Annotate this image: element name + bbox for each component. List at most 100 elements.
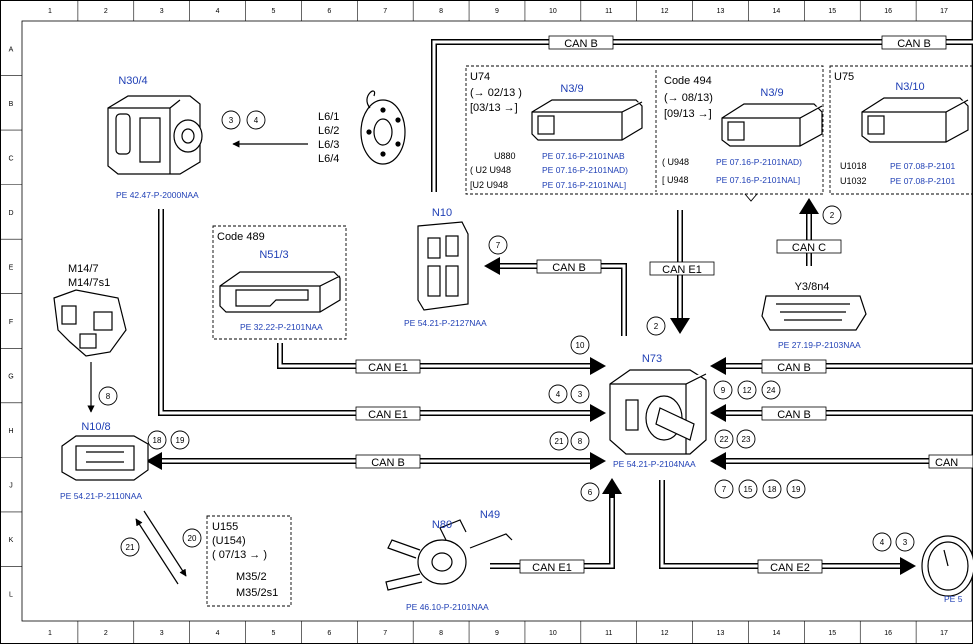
signal-circle <box>570 384 590 404</box>
signal-number-18: 18 <box>147 430 167 450</box>
code494-ref-2: PE 07.16-P-2101NAL] <box>716 175 800 185</box>
signal-number-19: 19 <box>170 430 190 450</box>
n30-4-abs-unit <box>107 95 203 175</box>
signal-number-3: 3 <box>570 384 590 404</box>
grid-column-label: 8 <box>439 8 443 15</box>
signal-number-23: 23 <box>736 429 756 449</box>
n3-10-ecu <box>861 97 969 143</box>
grid-row-label: G <box>8 374 13 381</box>
signal-number-4: 4 <box>872 532 892 552</box>
grid-column-label: 3 <box>160 630 164 637</box>
signal-circle <box>736 429 756 449</box>
u75-variant-2: U1032 <box>840 176 867 186</box>
signal-circle <box>762 479 782 499</box>
grid-column-label: 1 <box>48 630 52 637</box>
grid-column-label: 13 <box>717 8 725 15</box>
sensor-code-3: L6/3 <box>318 139 339 151</box>
m14-code-2: M14/7s1 <box>68 277 110 289</box>
signal-number-3: 3 <box>221 110 241 130</box>
u155-line-1: U155 <box>212 521 238 533</box>
arrow-to-n73-top <box>670 318 690 334</box>
grid-column-label: 4 <box>216 630 220 637</box>
grid-column-label: 11 <box>605 8 612 15</box>
signal-circle <box>170 430 190 450</box>
arrow-to-n73-right-c <box>710 452 726 470</box>
signal-number-21: 21 <box>549 431 569 451</box>
u75-box <box>829 65 973 195</box>
bus-label-can-right-c: CAN <box>935 457 958 469</box>
sensor-code-1: L6/1 <box>318 111 339 123</box>
n73-ignition-switch <box>609 369 707 455</box>
n3-9-ecu-b <box>721 103 823 147</box>
grid-column-label: 6 <box>327 630 331 637</box>
bus-label-can-b-right-a: CAN B <box>777 362 811 374</box>
signal-circle <box>714 479 734 499</box>
wheel-speed-sensor <box>360 90 406 165</box>
grid-column-label: 4 <box>216 8 220 15</box>
grid-column-label: 14 <box>773 8 781 15</box>
signal-number-text: 2 <box>654 322 659 331</box>
drawing-inner-frame <box>21 20 973 622</box>
u155-box <box>206 515 292 607</box>
instrument-cluster <box>921 535 973 597</box>
signal-circle <box>549 431 569 451</box>
u74-code: N3/9 <box>560 83 583 95</box>
u75-ref-1: PE 07.08-P-2101 <box>890 161 955 171</box>
grid-column-label: 5 <box>272 8 276 15</box>
grid-column-label: 14 <box>773 630 781 637</box>
arrow-to-n73-e1-a <box>590 357 606 375</box>
grid-column-label: 9 <box>495 630 499 637</box>
grid-row-label: D <box>8 210 13 217</box>
signal-number-text: 3 <box>229 116 234 125</box>
bus-label-can-e1-vertical: CAN E1 <box>662 264 702 276</box>
signal-number-15: 15 <box>738 479 758 499</box>
signal-circle <box>580 482 600 502</box>
signal-circle <box>872 532 892 552</box>
grid-row-label: L <box>9 592 13 599</box>
u74-ref-2: PE 07.16-P-2101NAD) <box>542 165 628 175</box>
u155-line-4: M35/2 <box>236 571 267 583</box>
grid-column-label: 1 <box>48 8 52 15</box>
signal-circle <box>570 431 590 451</box>
labels: N30/4 PE 42.47-P-2000NAA L6/1 L6/2 L6/3 … <box>60 71 963 612</box>
signal-number-7: 7 <box>488 235 508 255</box>
grid-column-label: 10 <box>549 630 557 637</box>
y3-8n4-ref: PE 27.19-P-2103NAA <box>778 340 861 350</box>
grid-row-label: B <box>9 101 14 108</box>
n49-code: N49 <box>480 509 500 521</box>
signal-number-21: 21 <box>120 537 140 557</box>
bus-arrowheads <box>146 198 916 575</box>
grid-column-label: 16 <box>884 8 892 15</box>
u75-ref-2: PE 07.08-P-2101 <box>890 176 955 186</box>
u75-code: N3/10 <box>895 81 924 93</box>
n49-ref: PE 46.10-P-2101NAA <box>406 602 489 612</box>
signal-number-text: 4 <box>880 538 885 547</box>
signal-circle <box>714 429 734 449</box>
signal-circle <box>786 479 806 499</box>
arrow-up-can-c <box>799 198 819 214</box>
signal-circle <box>570 335 590 355</box>
grid-column-label: 2 <box>104 8 108 15</box>
u155-line-5: M35/2s1 <box>236 587 278 599</box>
signal-number-text: 7 <box>722 485 727 494</box>
n80-code: N80 <box>432 519 452 531</box>
signal-number-text: 23 <box>742 435 751 444</box>
signal-number-text: 19 <box>792 485 801 494</box>
arrow-to-n73-e1-b <box>590 404 606 422</box>
grid-column-label: 5 <box>272 630 276 637</box>
signal-number-24: 24 <box>761 380 781 400</box>
u155-line-2: (U154) <box>212 535 246 547</box>
code494-date-1: (→ 08/13) <box>664 92 713 104</box>
bus-label-can-e1-n30: CAN E1 <box>368 409 408 421</box>
grid-column-label: 15 <box>828 630 836 637</box>
signal-circle <box>147 430 167 450</box>
signal-number-18: 18 <box>762 479 782 499</box>
arrow-to-n73-right-b <box>710 404 726 422</box>
n10-8-code: N10/8 <box>81 421 110 433</box>
signal-number-4: 4 <box>246 110 266 130</box>
signal-circle <box>822 205 842 225</box>
bus-label-can-b-n10: CAN B <box>552 262 586 274</box>
arrow-to-n73-canb <box>590 452 606 470</box>
n10-code: N10 <box>432 207 452 219</box>
